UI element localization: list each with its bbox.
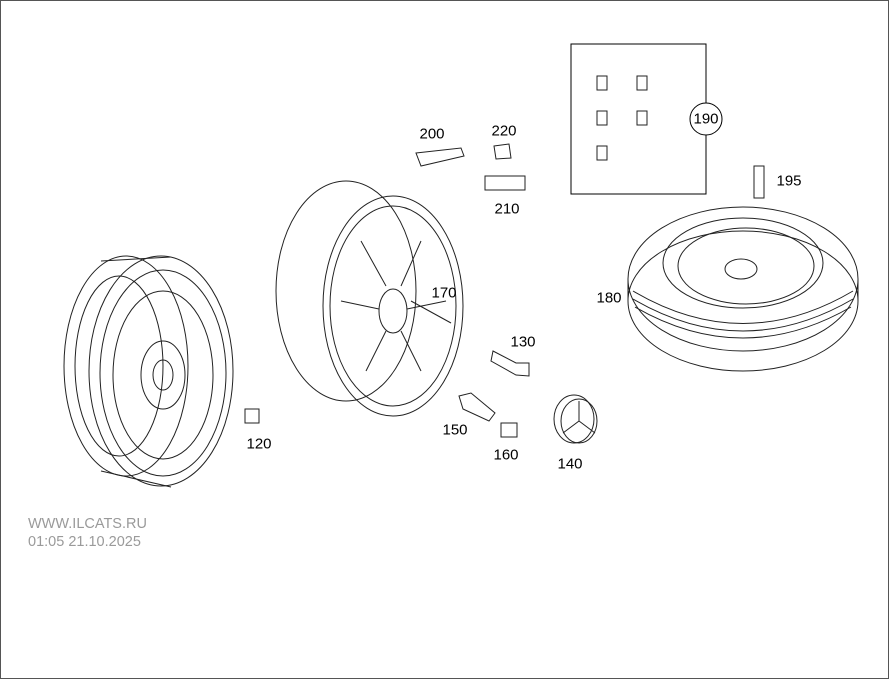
callout-120[interactable]: 120 — [246, 435, 272, 453]
valve-150 — [458, 392, 496, 422]
tire — [627, 206, 859, 372]
bolts — [596, 75, 765, 199]
callout-160[interactable]: 160 — [493, 446, 519, 464]
callout-180[interactable]: 180 — [596, 289, 622, 307]
sensor-210 — [484, 175, 526, 191]
clip-220 — [493, 143, 512, 160]
callout-200[interactable]: 200 — [419, 125, 445, 143]
weight-200 — [415, 147, 465, 167]
hubcap-140 — [553, 394, 595, 444]
callout-210[interactable]: 210 — [494, 200, 520, 218]
callout-220[interactable]: 220 — [491, 122, 517, 140]
valve-130 — [490, 350, 530, 377]
callout-150[interactable]: 150 — [442, 421, 468, 439]
callout-170[interactable]: 170 — [431, 284, 457, 302]
callout-140[interactable]: 140 — [557, 455, 583, 473]
watermark-timestamp: 01:05 21.10.2025 — [28, 534, 141, 550]
alloy-wheel — [275, 180, 464, 417]
callout-195[interactable]: 195 — [776, 172, 802, 190]
callout-130[interactable]: 130 — [510, 333, 536, 351]
watermark-site: WWW.ILCATS.RU — [28, 516, 147, 532]
callout-190[interactable]: 190 — [689, 102, 723, 136]
cap-160 — [500, 422, 518, 438]
steel-wheel — [63, 255, 234, 488]
bolt-120 — [244, 408, 260, 424]
